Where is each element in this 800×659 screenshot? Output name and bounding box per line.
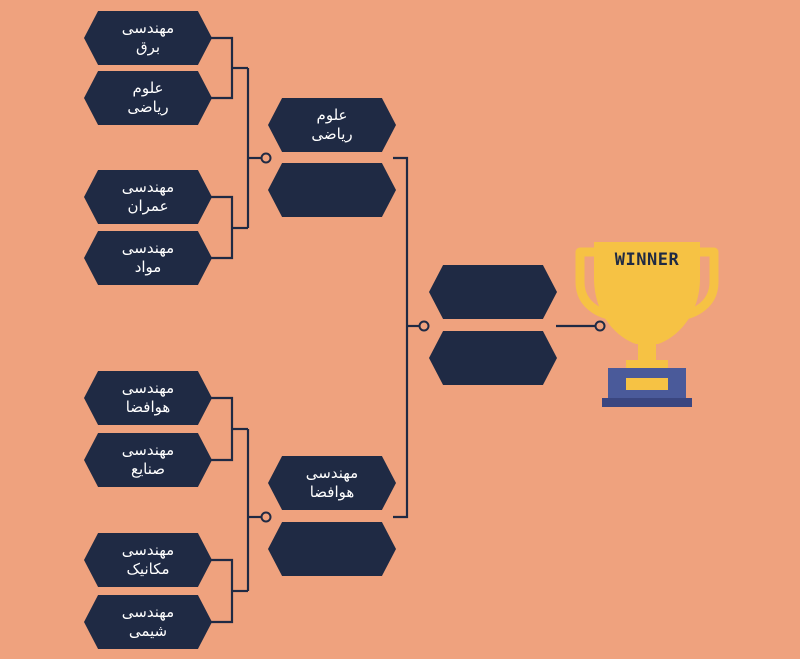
round1-slot-2: علوم ریاضی <box>84 71 212 125</box>
team-line2: مواد <box>134 258 162 276</box>
round1-slot-8: مهندسی شیمی <box>84 595 212 649</box>
round2-slot-3: مهندسی هوافضا <box>268 456 396 510</box>
team-line1: مهندسی <box>121 541 175 559</box>
team-line1: مهندسی <box>121 19 175 37</box>
team-line1: علوم <box>316 106 348 124</box>
round1-slot-1: مهندسی برق <box>84 11 212 65</box>
winner-label: WINNER <box>614 250 680 270</box>
team-line1: مهندسی <box>305 464 359 482</box>
team-line2: صنایع <box>131 460 165 478</box>
team-line2: برق <box>135 38 161 56</box>
round2-slot-4 <box>268 522 396 576</box>
round1-slot-6: مهندسی صنایع <box>84 433 212 487</box>
team-line1: مهندسی <box>121 379 175 397</box>
team-line2: ریاضی <box>127 98 169 116</box>
round1-slot-5: مهندسی هوافضا <box>84 371 212 425</box>
team-line2: ریاضی <box>311 125 353 143</box>
team-line1: مهندسی <box>121 239 175 257</box>
trophy-icon <box>575 242 719 407</box>
round1-slot-7: مهندسی مکانیک <box>84 533 212 587</box>
team-line2: هوافضا <box>125 398 171 416</box>
team-line2: هوافضا <box>309 483 355 501</box>
team-line1: مهندسی <box>121 441 175 459</box>
team-line2: مکانیک <box>126 560 170 578</box>
round1-slot-3: مهندسی عمران <box>84 170 212 224</box>
final-slot-2 <box>429 331 557 385</box>
team-line1: علوم <box>132 79 164 97</box>
team-line2: عمران <box>127 197 169 215</box>
round1-slot-4: مهندسی مواد <box>84 231 212 285</box>
round2-slot-2 <box>268 163 396 217</box>
final-slot-1 <box>429 265 557 319</box>
round2-slot-1: علوم ریاضی <box>268 98 396 152</box>
team-line1: مهندسی <box>121 178 175 196</box>
team-line1: مهندسی <box>121 603 175 621</box>
team-line2: شیمی <box>128 622 168 640</box>
